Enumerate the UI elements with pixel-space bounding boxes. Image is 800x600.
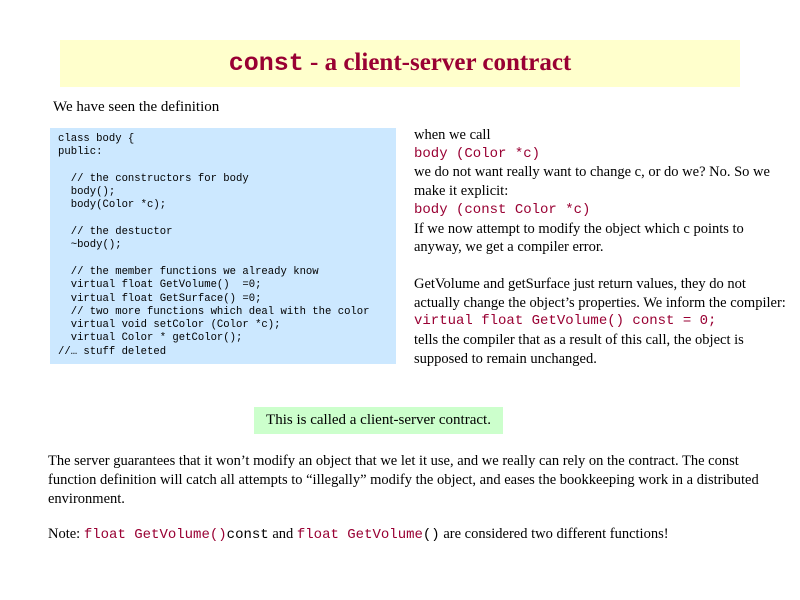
note-code-a2: const — [226, 527, 269, 543]
code-line: virtual float GetSurface() =0; — [58, 292, 262, 305]
code-line: body(); — [58, 186, 116, 199]
code-block: class body { public: // the constructors… — [50, 128, 396, 364]
code-line: virtual Color * getColor(); — [58, 332, 243, 345]
note-suffix: are considered two different functions! — [439, 526, 669, 542]
code-line: body(Color *c); — [58, 199, 167, 212]
code-line: class body { — [58, 133, 135, 145]
getvolume-text: GetVolume and getSurface just return val… — [414, 275, 786, 311]
bottom-paragraph: The server guarantees that it won’t modi… — [48, 453, 759, 507]
title-box: const - a client-server contract — [60, 40, 740, 87]
unchanged-text: tells the compiler that as a result of t… — [414, 332, 744, 367]
code-line: // the destuctor — [58, 226, 173, 239]
contract-callout: This is called a client-server contract. — [254, 407, 503, 434]
title-rest: - a client-server contract — [303, 49, 572, 76]
note-middle: and — [268, 526, 297, 542]
slide-title: const - a client-server contract — [229, 49, 571, 78]
code-body-color: body (Color *c) — [414, 145, 541, 162]
code-line: // the member functions we already know — [58, 265, 319, 278]
explicit-text: we do not want really want to change c, … — [414, 164, 770, 200]
code-line: // the constructors for body — [58, 172, 249, 185]
note-code-a1: float GetVolume() — [83, 527, 227, 543]
title-keyword: const — [228, 49, 304, 78]
code-line: virtual float GetVolume() =0; — [58, 279, 262, 292]
compiler-error-text: If we now attempt to modify the object w… — [414, 220, 744, 256]
code-getvolume-const: virtual float GetVolume() const = 0; — [414, 313, 717, 330]
code-line: //… stuff deleted — [58, 345, 167, 358]
code-listing: class body { public: // the constructors… — [58, 133, 388, 359]
code-line: virtual void setColor (Color *c); — [58, 319, 281, 332]
when-we-call-text: when we call — [414, 127, 491, 143]
code-body-const-color: body (const Color *c) — [414, 201, 591, 218]
code-line: ~body(); — [58, 239, 122, 252]
code-line: public: — [58, 146, 103, 159]
note-prefix: Note: — [48, 526, 84, 542]
note-code-b1: float GetVolume — [296, 527, 423, 543]
code-line: // two more functions which deal with th… — [58, 305, 370, 318]
note-line: Note: float GetVolume()const and float G… — [48, 525, 788, 545]
note-code-b2: () — [422, 527, 440, 543]
explanation-column: when we call body (Color *c) we do not w… — [414, 126, 786, 368]
intro-text: We have seen the definition — [53, 99, 220, 115]
